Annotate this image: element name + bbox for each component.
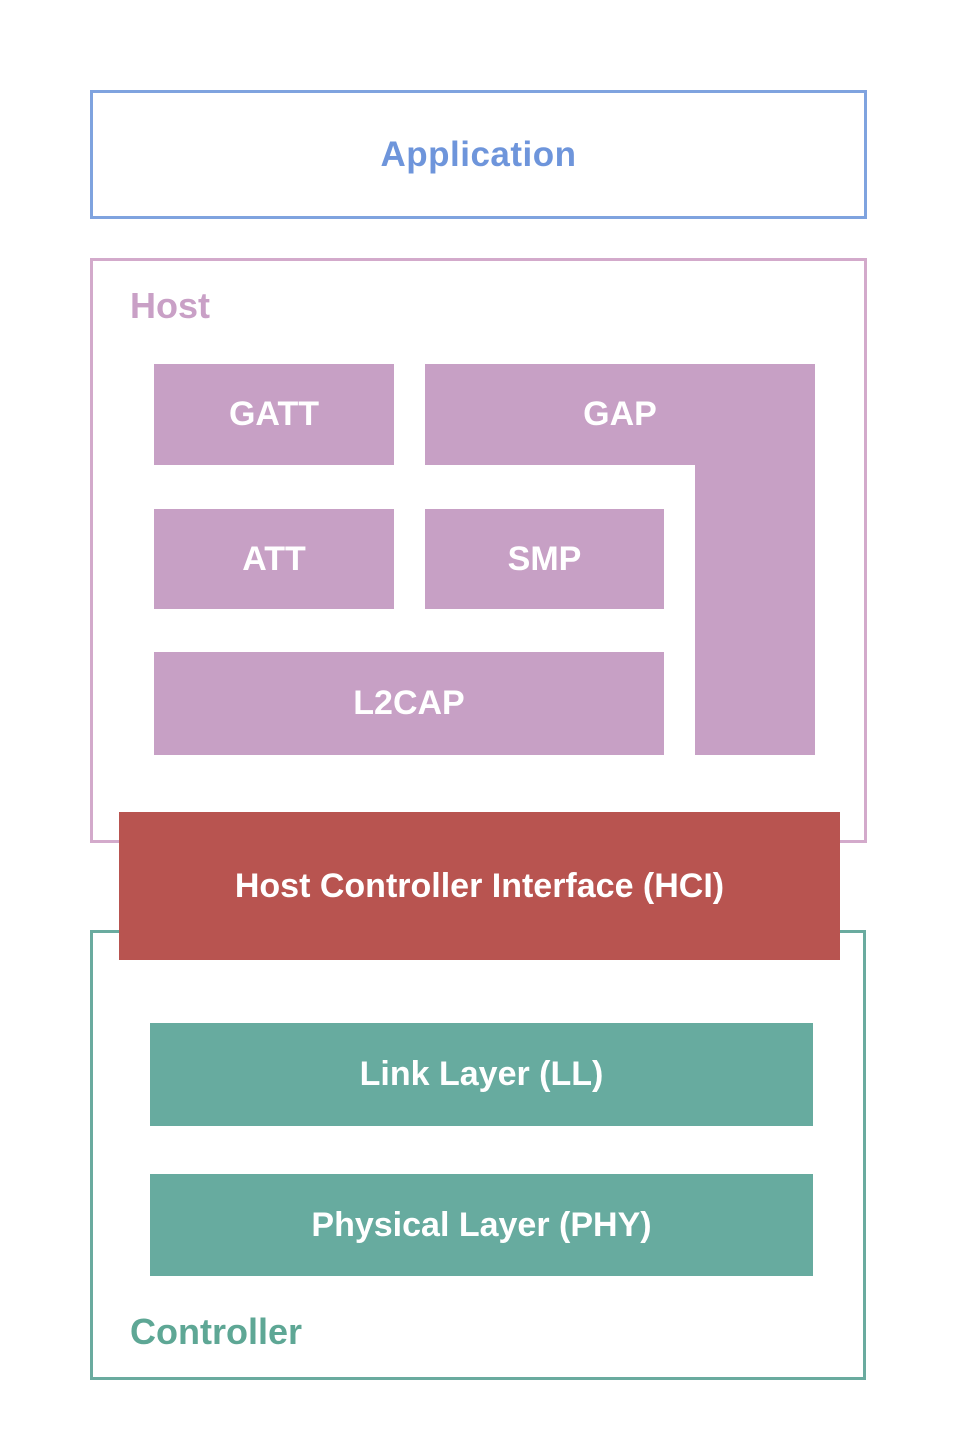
application-label: Application xyxy=(380,134,577,174)
gap-block-vertical-extension xyxy=(695,465,815,755)
smp-label: SMP xyxy=(507,539,582,578)
host-box: Host GATT GAP ATT SMP L2CAP xyxy=(90,258,867,843)
gap-block: GAP xyxy=(425,364,815,465)
gatt-label: GATT xyxy=(228,395,319,433)
host-label: Host xyxy=(130,285,210,326)
gatt-block: GATT xyxy=(154,364,394,465)
physical-layer-label: Physical Layer (PHY) xyxy=(311,1205,652,1244)
l2cap-label: L2CAP xyxy=(353,684,465,722)
l2cap-block: L2CAP xyxy=(154,652,664,755)
att-block: ATT xyxy=(154,509,394,609)
physical-layer-block: Physical Layer (PHY) xyxy=(150,1174,813,1276)
smp-block: SMP xyxy=(425,509,664,609)
att-label: ATT xyxy=(242,539,306,578)
link-layer-label: Link Layer (LL) xyxy=(359,1055,604,1093)
controller-box: Link Layer (LL) Physical Layer (PHY) Con… xyxy=(90,930,866,1380)
application-box: Application xyxy=(90,90,867,219)
controller-label: Controller xyxy=(130,1311,303,1352)
hci-label: Host Controller Interface (HCI) xyxy=(234,866,725,905)
gap-label: GAP xyxy=(583,395,657,433)
hci-block: Host Controller Interface (HCI) xyxy=(119,812,840,960)
link-layer-block: Link Layer (LL) xyxy=(150,1023,813,1126)
